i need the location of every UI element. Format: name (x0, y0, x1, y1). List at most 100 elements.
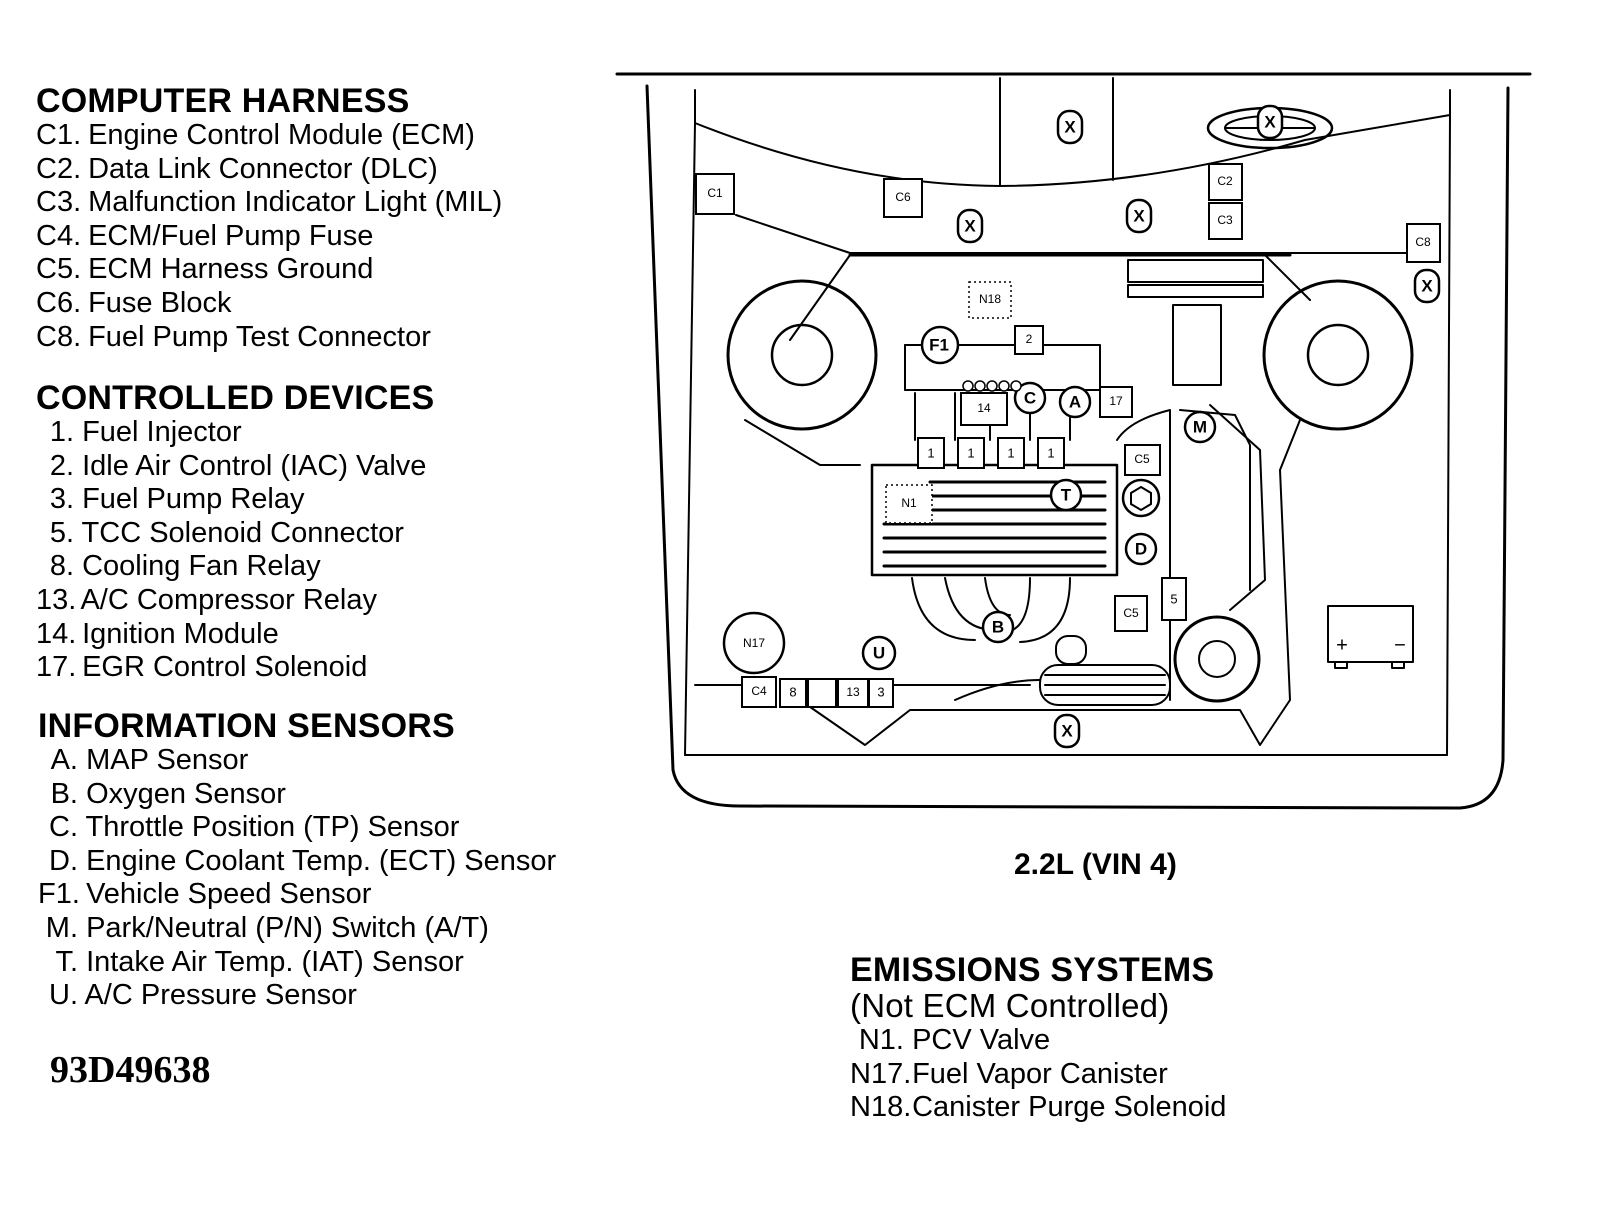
information-sensors-item: M. Park/Neutral (P/N) Switch (A/T) (38, 912, 556, 946)
callout-b (981, 610, 1015, 644)
information-sensors-item-label: Oxygen Sensor (86, 777, 286, 810)
label-n17: N17 (743, 636, 765, 650)
information-sensors-item-code: A. (50, 744, 78, 776)
connector-c2 (1208, 163, 1243, 201)
label-c8: C8 (1415, 235, 1431, 249)
emissions-item-label: PCV Valve (912, 1024, 1051, 1056)
controlled-devices-item-label: Fuel Pump Relay (82, 483, 305, 516)
component-n18 (968, 281, 1012, 319)
label-m: M (1193, 417, 1207, 436)
label-injector-1a: 1 (927, 445, 934, 460)
label-c1: C1 (707, 186, 723, 200)
computer-harness-item-label: ECM Harness Ground (88, 253, 374, 286)
emissions-item-code: N17. (850, 1057, 912, 1090)
information-sensors-item-label: Park/Neutral (P/N) Switch (A/T) (86, 911, 489, 944)
callout-f1 (920, 325, 960, 365)
label-c3: C3 (1217, 213, 1233, 227)
injector-1c (997, 437, 1025, 469)
label-f1: F1 (929, 335, 949, 354)
injector-1a (917, 437, 945, 469)
callout-n17 (722, 611, 786, 675)
controlled-devices-item: 1. Fuel Injector (36, 416, 434, 450)
battery (1327, 605, 1414, 663)
callout-u (861, 635, 897, 671)
ground-x-4 (1125, 198, 1153, 234)
label-b: B (992, 617, 1004, 636)
emissions-item: N18. Canister Purge Solenoid (850, 1091, 1226, 1125)
relay-8 (779, 678, 807, 708)
label-5: 5 (1170, 591, 1177, 606)
computer-harness-item: C8. Fuel Pump Test Connector (36, 321, 502, 355)
computer-harness-item-label: Fuse Block (88, 286, 232, 319)
information-sensors-item-code: T. (55, 945, 78, 978)
label-injector-1c: 1 (1007, 445, 1014, 460)
information-sensors-item-label: Vehicle Speed Sensor (86, 878, 372, 911)
label-u: U (873, 643, 885, 662)
controlled-devices-item: 14. Ignition Module (36, 618, 434, 652)
label-2: 2 (1026, 332, 1033, 346)
controlled-devices-item-label: A/C Compressor Relay (80, 583, 377, 616)
label-c5-upper: C5 (1134, 452, 1150, 466)
computer-harness-item-label: Engine Control Module (ECM) (88, 119, 475, 151)
label-17: 17 (1109, 394, 1123, 408)
controlled-devices-item: 8. Cooling Fan Relay (36, 550, 434, 584)
computer-harness-item: C6. Fuse Block (36, 287, 502, 321)
controlled-devices-item-label: Idle Air Control (IAC) Valve (82, 449, 427, 482)
battery-minus-label: − (1394, 634, 1406, 656)
information-sensors-item-code: D. (49, 844, 78, 877)
ground-x-5 (1413, 268, 1441, 304)
callout-a (1058, 385, 1092, 419)
information-sensors-item: F1. Vehicle Speed Sensor (38, 878, 556, 912)
information-sensors-item-label: Throttle Position (TP) Sensor (85, 811, 460, 844)
heading-information-sensors: INFORMATION SENSORS (38, 707, 455, 745)
relay-3 (868, 678, 894, 708)
computer-harness-item-label: Fuel Pump Test Connector (88, 320, 431, 353)
information-sensors-item-code: F1. (38, 878, 80, 911)
connector-c3 (1208, 202, 1243, 240)
label-d: D (1135, 539, 1147, 558)
controlled-devices-item: 17. EGR Control Solenoid (36, 651, 434, 685)
controlled-devices-item: 3. Fuel Pump Relay (36, 483, 434, 517)
information-sensors-item-code: M. (45, 911, 78, 944)
component-14 (960, 392, 1008, 426)
information-sensors-item-label: Intake Air Temp. (IAT) Sensor (86, 945, 464, 978)
injector-1b (957, 437, 985, 469)
right-strut-tower (1262, 279, 1414, 431)
pulley (1173, 615, 1261, 703)
callout-c (1013, 381, 1047, 415)
label-c: C (1024, 388, 1036, 407)
information-sensors-item-code: U. (49, 979, 78, 1012)
controlled-devices-item-code: 14. (36, 617, 77, 650)
compartment-outline (645, 84, 1510, 810)
emissions-item-label: Canister Purge Solenoid (912, 1091, 1227, 1124)
figure-caption: 2.2L (VIN 4) (1014, 848, 1177, 881)
information-sensors-item-code: B. (50, 777, 78, 810)
connector-c1 (695, 173, 735, 215)
connector-c5-lower (1114, 595, 1148, 632)
ring-sensor (1121, 478, 1161, 518)
injector-1d (1037, 437, 1065, 469)
label-x-2: X (1264, 112, 1276, 131)
controlled-devices-item-label: Fuel Injector (82, 416, 242, 448)
label-n18: N18 (979, 292, 1001, 306)
controlled-devices-item-code: 2. (49, 449, 74, 482)
computer-harness-item: C3. Malfunction Indicator Light (MIL) (36, 186, 502, 220)
label-c6: C6 (895, 190, 911, 204)
emissions-item-code: N18. (850, 1091, 912, 1124)
label-a: A (1069, 392, 1081, 411)
computer-harness-item: C2. Data Link Connector (DLC) (36, 153, 502, 187)
controlled-devices-item: 2. Idle Air Control (IAC) Valve (36, 450, 434, 484)
emissions-item-label: Fuel Vapor Canister (912, 1057, 1168, 1090)
information-sensors-item-code: C. (49, 811, 78, 844)
ground-x-3 (956, 208, 984, 244)
heading-computer-harness: COMPUTER HARNESS (36, 82, 410, 120)
label-x-6: X (1061, 721, 1073, 740)
computer-harness-item-code: C3. (36, 186, 82, 219)
label-13: 13 (846, 685, 860, 699)
information-sensors-item: T. Intake Air Temp. (IAT) Sensor (38, 946, 556, 980)
controlled-devices-item: 13. A/C Compressor Relay (36, 584, 434, 618)
left-strut-tower (726, 279, 878, 431)
